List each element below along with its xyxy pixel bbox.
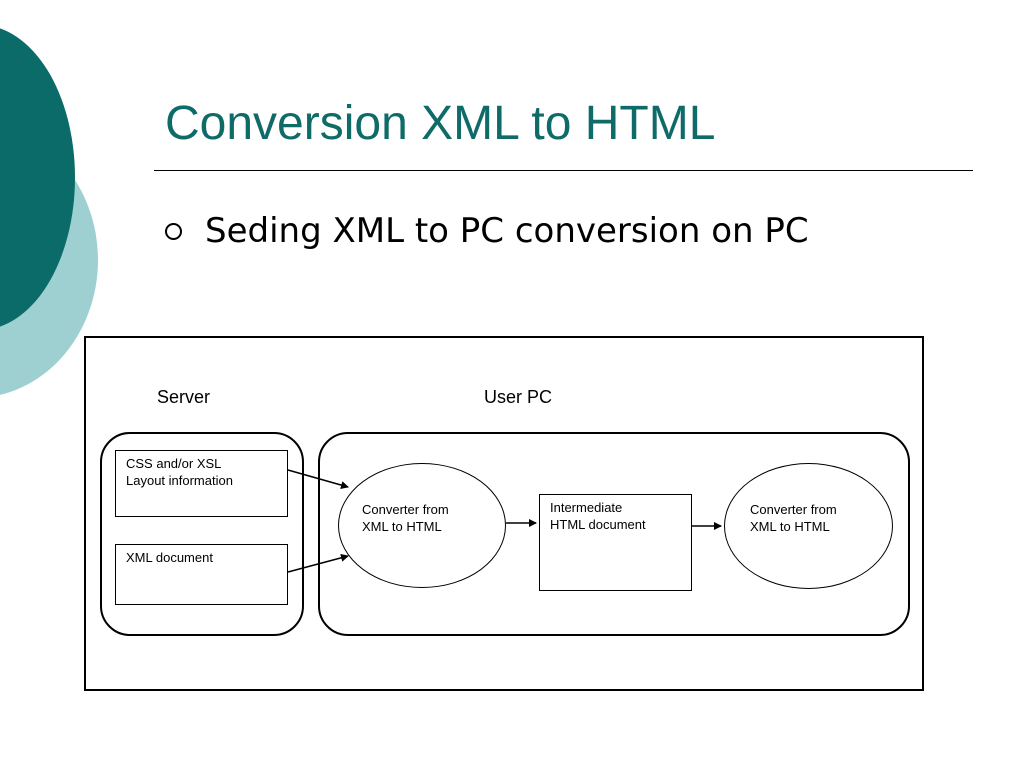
converter-2-oval <box>724 463 893 589</box>
slide-title: Conversion XML to HTML <box>165 97 716 150</box>
converter-1-label: Converter from XML to HTML <box>362 501 449 535</box>
css-box-line-2: Layout information <box>126 473 233 488</box>
arrow-css-to-converter <box>287 469 349 489</box>
user-pc-group <box>318 432 910 636</box>
converter-2-label: Converter from XML to HTML <box>750 501 837 535</box>
bullet-item: Seding XML to PC conversion on PC <box>165 211 809 251</box>
arrow-xml-to-converter <box>287 553 349 573</box>
converter-2-line-2: XML to HTML <box>750 519 830 534</box>
diagram-frame: Server User PC CSS and/or XSL Layout inf… <box>84 336 924 691</box>
xml-document-box: XML document <box>115 544 288 605</box>
bullet-text: Seding XML to PC conversion on PC <box>205 211 809 251</box>
intermediate-line-2: HTML document <box>550 517 646 532</box>
css-xsl-layout-box: CSS and/or XSL Layout information <box>115 450 288 517</box>
converter-2-line-1: Converter from <box>750 502 837 517</box>
bullet-circle-icon <box>165 222 182 240</box>
server-label: Server <box>157 387 211 407</box>
converter-1-line-1: Converter from <box>362 502 449 517</box>
intermediate-html-box: Intermediate HTML document <box>539 494 692 591</box>
intermediate-line-1: Intermediate <box>550 500 623 515</box>
css-box-line-1: CSS and/or XSL <box>126 456 222 471</box>
xml-box-line-1: XML document <box>126 550 213 565</box>
title-divider <box>154 170 973 171</box>
converter-1-line-2: XML to HTML <box>362 519 442 534</box>
diagram-arrows <box>287 469 722 573</box>
converter-1-oval <box>338 463 506 588</box>
server-group <box>100 432 304 636</box>
user-pc-label: User PC <box>484 387 553 407</box>
